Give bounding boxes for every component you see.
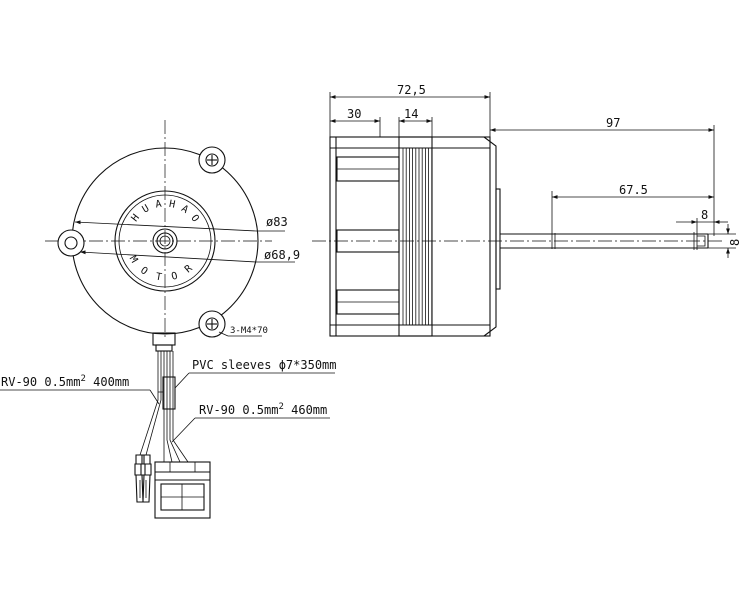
wire-connector [154,461,211,519]
mounting-lug-left [57,229,85,257]
screw-note: 3-M4*70 [230,326,268,336]
side-lug-mid [336,229,400,253]
ring-letter: O [170,271,179,283]
ring-letter: O [188,213,200,224]
ring-letter: H [168,199,176,211]
ring-letter: R [183,263,195,276]
ring-letter: M [127,254,140,265]
side-lug-bottom [336,289,400,315]
dim-left: 30 [347,107,361,121]
dim-mid: 14 [404,107,418,121]
cable-exit-boss [152,332,176,346]
spade-terminal-left [134,454,146,503]
stator-laminations [402,148,433,325]
mounting-lug-top [198,146,226,174]
dia-outer-leader [74,220,257,232]
front-flange [495,188,501,290]
housing-inner-ring [118,194,212,288]
dim-shaft-end: 8 [701,208,708,222]
wire-note-2: RV-90 0.5mm2 460mm [199,402,327,417]
wire-bundle [139,351,189,463]
wire-note-1: RV-90 0.5mm2 400mm [1,374,129,389]
ring-letter: T [155,271,163,283]
ring-letter: A [179,203,190,216]
ring-letter: A [155,199,163,211]
dia-outer-label: ø83 [266,215,288,229]
mounting-lug-bottom [198,310,226,338]
side-lug-top [336,156,400,182]
dim-shaft-dia: 8 [728,239,742,246]
hub-outer [152,228,178,254]
side-view: 72,5 30 14 97 67.5 8 8 [312,83,742,337]
housing-inner-circle [114,190,216,292]
dim-shaft-flat: 67.5 [619,183,648,197]
ring-letter: H [130,212,142,224]
shaft [500,232,709,250]
ring-letter: O [138,265,149,277]
dia-inner-leader [79,250,257,263]
sleeve-note: PVC sleeves ϕ7*350mm [192,358,337,372]
wire-note-2-leader [171,417,196,443]
spade-terminal-right [140,454,152,503]
shaft-circle [159,235,171,247]
cable-exit-gland [155,344,173,352]
screw-leader [218,331,229,337]
wire-note-1-leader [149,389,160,405]
dim-shaft-total: 97 [606,116,620,130]
dim-overall: 72,5 [397,83,426,97]
hub-inner [156,232,174,250]
dia-inner-label: ø68,9 [264,248,300,262]
motor-body-outline [329,136,491,337]
pvc-sleeve [162,376,176,410]
ring-letter: U [140,203,151,216]
sleeve-note-leader [174,372,190,389]
